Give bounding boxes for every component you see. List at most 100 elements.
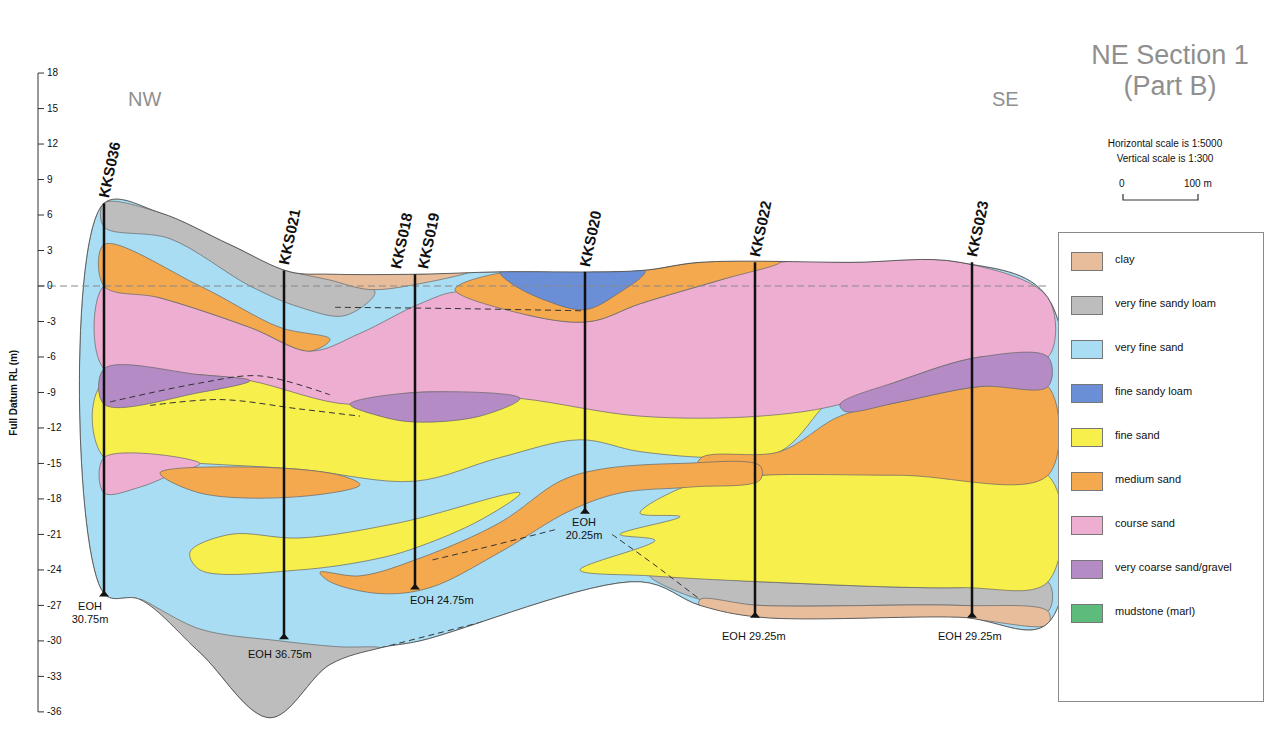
legend-swatch [1071,604,1103,623]
borehole-id: KKS036 [95,140,124,199]
strata-unit [160,467,360,498]
axis-tick [38,569,44,570]
legend-text: clay [1115,253,1135,265]
strata-unit [350,392,520,422]
axis-tick-label: 9 [47,174,53,186]
axis-tick [38,250,44,251]
datum-line [38,286,1048,287]
strata-unit [455,260,780,322]
axis-tick [38,321,44,322]
legend-row: fine sand [1071,427,1256,447]
strata-unit [840,352,1053,412]
axis-tick [38,463,44,464]
strata-unit [100,201,375,316]
scale-value: 0 [1119,178,1125,190]
axis-tick [38,711,44,712]
axis-tick-label: 18 [47,67,58,79]
axis-tick [38,286,44,287]
legend-swatch [1071,296,1103,315]
axis-tick-label: -18 [47,493,61,505]
strata-unit [99,365,250,408]
end-of-hole-label: EOH 24.75m [410,594,474,607]
axis-tick-label: -12 [47,422,61,434]
borehole-end [279,633,289,639]
inferred-boundary [430,530,555,561]
inferred-boundary [335,307,585,311]
inferred-boundary [150,400,360,417]
legend-row: mudstone (marl) [1071,603,1256,623]
borehole [971,262,974,615]
axis-tick [38,179,44,180]
legend-row: medium sand [1071,471,1256,491]
strata-unit [190,492,520,574]
borehole-end [410,583,420,589]
borehole [283,271,286,637]
end-of-hole-label: EOH 36.75m [248,648,312,661]
direction-label: NW [128,88,161,111]
legend-text: fine sandy loam [1115,385,1192,397]
borehole [754,262,757,615]
axis-tick-label: -33 [47,671,61,683]
axis-tick-label: -30 [47,635,61,647]
legend-row: course sand [1071,515,1256,535]
borehole-id: KKS018 [387,211,416,270]
borehole-end [750,612,760,618]
legend-row: clay [1071,251,1256,271]
legend-row: very fine sand [1071,339,1256,359]
legend-text: very coarse sand/gravel [1115,561,1232,573]
axis-tick-label: 15 [47,103,58,115]
section-outline [79,199,1075,718]
y-axis [38,73,44,712]
axis-tick [38,73,44,74]
borehole-end [580,508,590,514]
legend-swatch [1071,428,1103,447]
scale-value: 100 m [1184,178,1212,190]
borehole-id: KKS023 [963,199,992,258]
axis-tick-label: -36 [47,706,61,718]
legend-text: mudstone (marl) [1115,605,1195,617]
borehole-end [967,612,977,618]
strata-unit [94,259,1056,418]
legend-text: course sand [1115,517,1175,529]
strata-unit [140,599,380,717]
axis-tick [38,676,44,677]
axis-tick [38,605,44,606]
inferred-boundary [110,376,330,402]
legend-row: very fine sandy loam [1071,295,1256,315]
legend-swatch [1071,472,1103,491]
boreholes [99,203,977,639]
legend-box: clay very fine sandy loam very fine sand fi… [1058,232,1264,702]
axis-title: Full Datum RL (m) [8,350,20,436]
end-of-hole-label: EOH 30.75m [64,600,116,625]
borehole [584,272,587,511]
legend-row: fine sandy loam [1071,383,1256,403]
legend-swatch [1071,560,1103,579]
axis-tick-label: -15 [47,458,61,470]
strata [79,199,1075,718]
borehole [103,203,106,593]
axis-tick-label: -6 [47,351,56,363]
axis-tick-label: -21 [47,529,61,541]
axis-tick-label: -9 [47,387,56,399]
legend-text: fine sand [1115,429,1160,441]
axis-tick-label: 6 [47,209,53,221]
scale-bar-line [1123,194,1198,200]
scale-bar [1123,194,1198,200]
axis-tick-label: 0 [47,280,53,292]
end-of-hole-label: EOH 20.25m [558,516,610,541]
strata-unit [79,199,1075,718]
legend-text: very fine sand [1115,341,1183,353]
axis-tick-label: -27 [47,600,61,612]
end-of-hole-label: EOH 29.25m [722,630,786,643]
scale-note: Horizontal scale is 1:5000 [1085,138,1245,150]
end-of-hole-label: EOH 29.25m [938,630,1002,643]
axis-tick [38,640,44,641]
borehole-id: KKS021 [275,208,304,267]
borehole-id: KKS022 [746,199,775,258]
axis-tick-label: -24 [47,564,61,576]
legend-swatch [1071,340,1103,359]
borehole-id: KKS020 [576,209,605,268]
legend-swatch [1071,516,1103,535]
legend-text: medium sand [1115,473,1181,485]
